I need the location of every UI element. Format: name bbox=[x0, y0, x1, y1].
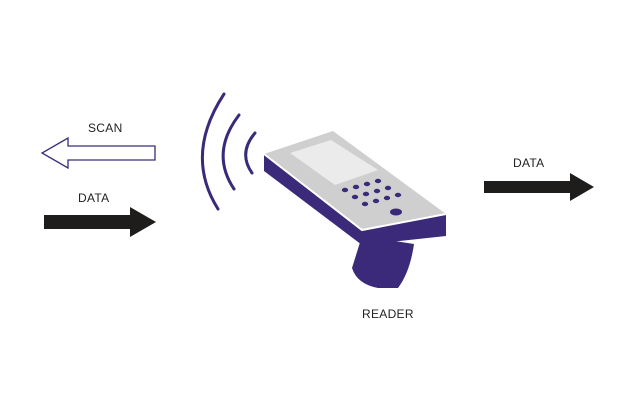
reader-screen bbox=[290, 140, 378, 185]
key bbox=[363, 181, 371, 187]
key bbox=[374, 178, 382, 184]
signal-wave-outer bbox=[201, 92, 226, 211]
scan-label: SCAN bbox=[88, 121, 123, 135]
key bbox=[372, 198, 380, 204]
signal-waves-icon bbox=[201, 92, 257, 211]
data-label-right: DATA bbox=[513, 156, 545, 170]
data-arrow-left bbox=[44, 207, 156, 237]
data-label-left: DATA bbox=[78, 191, 110, 205]
key bbox=[373, 188, 381, 194]
reader-trigger-button bbox=[390, 208, 402, 216]
key bbox=[362, 191, 370, 197]
key bbox=[351, 194, 359, 200]
handheld-reader-icon bbox=[263, 131, 447, 288]
signal-wave-inner bbox=[244, 131, 257, 175]
reader-top-edge bbox=[263, 153, 447, 232]
key bbox=[383, 195, 391, 201]
key bbox=[394, 192, 402, 198]
scan-arrow bbox=[40, 136, 156, 170]
reader-keypad bbox=[341, 178, 402, 207]
key bbox=[384, 185, 392, 191]
key bbox=[341, 187, 349, 193]
reader-label: READER bbox=[362, 307, 414, 321]
key bbox=[352, 184, 360, 190]
reader-handle bbox=[352, 236, 414, 288]
key bbox=[361, 201, 369, 207]
data-arrow-right bbox=[484, 173, 594, 201]
signal-wave-middle bbox=[221, 113, 241, 191]
